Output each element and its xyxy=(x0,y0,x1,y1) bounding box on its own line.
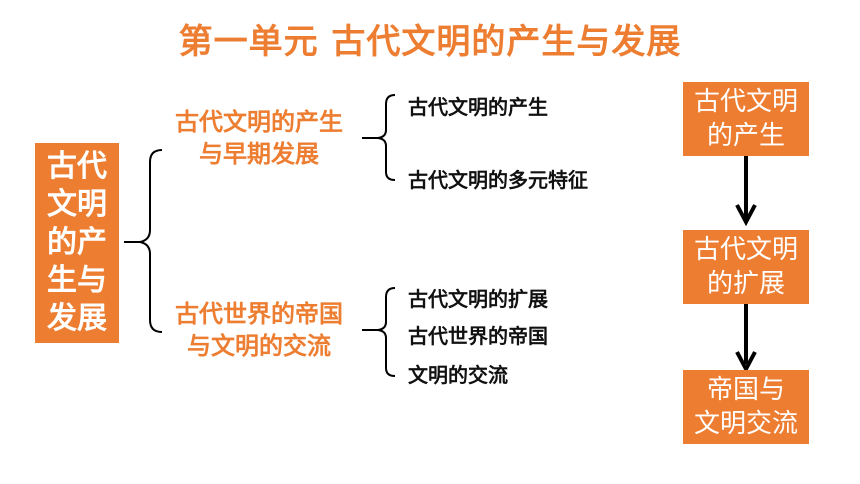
root-node: 古代文明的产生与发展 xyxy=(35,143,119,343)
flow-arrow-2 xyxy=(735,304,757,374)
root-bracket xyxy=(124,149,163,333)
branch-1-line2: 与早期发展 xyxy=(199,140,319,168)
leaf-item: 古代世界的帝国 xyxy=(408,324,548,348)
flow-arrow-1 xyxy=(735,154,757,227)
leaf-item: 古代文明的多元特征 xyxy=(408,168,588,192)
leaf-item: 古代文明的扩展 xyxy=(408,287,548,311)
flow-box-1: 古代文明 的产生 xyxy=(683,82,809,156)
flow-box-3-line1: 帝国与 xyxy=(706,375,785,405)
branch-node-1: 古代文明的产生 与早期发展 xyxy=(156,106,362,170)
flow-box-1-line1: 古代文明 xyxy=(693,87,798,117)
branch-1-bracket xyxy=(362,94,396,181)
flow-box-2-line1: 古代文明 xyxy=(693,235,798,265)
root-label: 古代文明的产生与发展 xyxy=(47,149,107,336)
leaf-item: 文明的交流 xyxy=(408,363,508,387)
branch-node-2: 古代世界的帝国 与文明的交流 xyxy=(156,298,362,362)
flow-box-3: 帝国与 文明交流 xyxy=(683,370,809,444)
slide-title: 第一单元 古代文明的产生与发展 xyxy=(178,22,682,62)
branch-1-line1: 古代文明的产生 xyxy=(175,108,343,136)
flow-box-2: 古代文明 的扩展 xyxy=(683,230,809,304)
flow-box-1-line2: 的产生 xyxy=(706,121,785,151)
branch-2-line1: 古代世界的帝国 xyxy=(175,300,343,328)
leaf-item: 古代文明的产生 xyxy=(408,95,548,119)
branch-2-bracket xyxy=(362,287,396,377)
branch-2-line2: 与文明的交流 xyxy=(187,332,331,360)
flow-box-3-line2: 文明交流 xyxy=(693,409,798,439)
flow-box-2-line2: 的扩展 xyxy=(706,269,785,299)
